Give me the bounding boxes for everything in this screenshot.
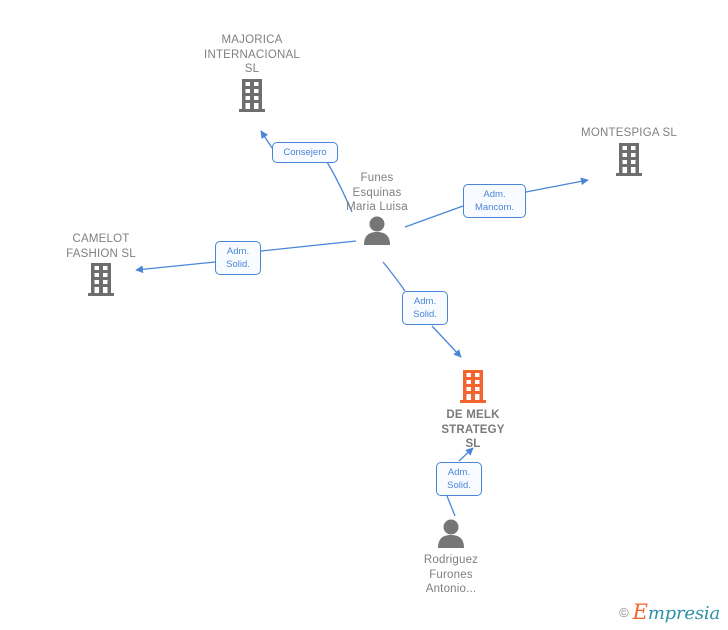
node-demelk-label: DE MELK STRATEGY SL [441, 409, 505, 450]
node-montespiga[interactable]: MONTESPIGA SL [564, 126, 694, 177]
copyright-icon: © [619, 604, 629, 620]
node-montespiga-label: MONTESPIGA SL [581, 127, 677, 139]
empresia-logo-rest: mpresia [647, 603, 720, 624]
node-majorica-label: MAJORICA INTERNACIONAL SL [204, 34, 300, 75]
edge-label-adm-solid-rodriguez[interactable]: Adm. Solid. [436, 462, 482, 496]
node-funes[interactable]: Funes Esquinas Maria Luisa [312, 171, 442, 245]
building-icon [458, 368, 488, 404]
edge-funes-majorica-head [260, 130, 273, 149]
edge-label-adm-solid-demelk[interactable]: Adm. Solid. [402, 291, 448, 325]
building-icon [86, 261, 116, 297]
building-icon [237, 77, 267, 113]
edge-label-consejero[interactable]: Consejero [272, 142, 338, 163]
edge-label-adm-solid-camelot[interactable]: Adm. Solid. [215, 241, 261, 275]
node-majorica[interactable]: MAJORICA INTERNACIONAL SL [187, 33, 317, 113]
edge-label-adm-mancom[interactable]: Adm. Mancom. [463, 184, 526, 218]
empresia-logo: Empresia [632, 600, 721, 624]
node-rodriguez-label: Rodriguez Furones Antonio... [423, 554, 479, 595]
node-rodriguez[interactable]: Rodriguez Furones Antonio... [386, 518, 516, 597]
node-funes-label: Funes Esquinas Maria Luisa [346, 172, 408, 213]
watermark: © Empresia [619, 600, 720, 624]
person-icon [435, 518, 467, 548]
node-camelot-label: CAMELOT FASHION SL [66, 233, 136, 260]
edge-funes-demelk-head [431, 325, 462, 358]
person-icon [361, 215, 393, 245]
node-camelot[interactable]: CAMELOT FASHION SL [36, 232, 166, 297]
edge-funes-montespiga-head [525, 177, 589, 193]
edge-funes-demelk-tail [382, 261, 406, 292]
edge-rodriguez-demelk-tail [446, 495, 456, 517]
building-icon [614, 141, 644, 177]
node-demelk[interactable]: DE MELK STRATEGY SL [408, 368, 538, 452]
empresia-logo-initial: E [632, 600, 648, 624]
